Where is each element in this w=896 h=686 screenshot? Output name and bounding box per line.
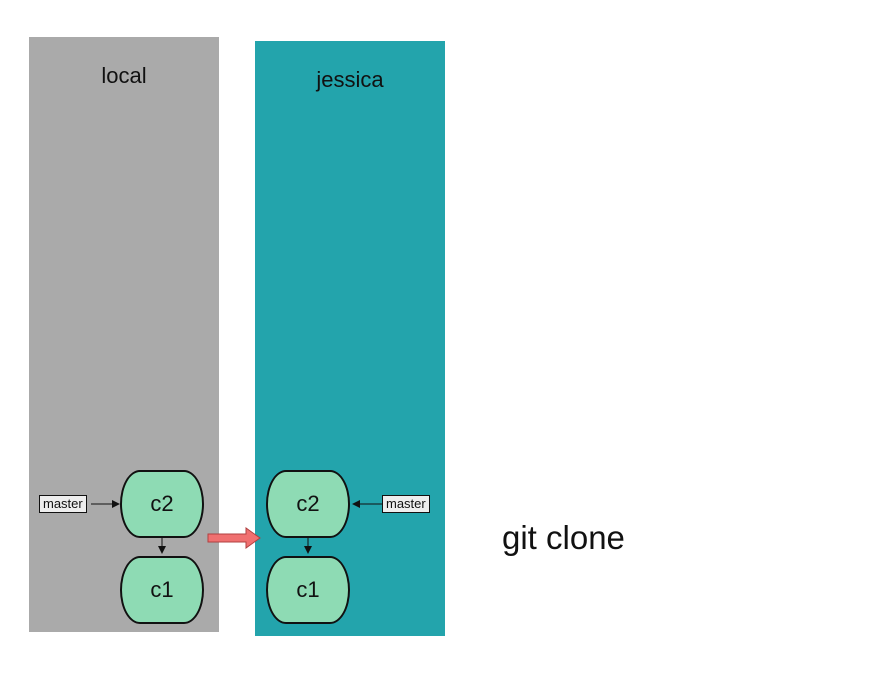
jessica-branch-label: master bbox=[382, 495, 430, 513]
jessica-commit-c2: c2 bbox=[266, 470, 350, 538]
local-repo-panel: local bbox=[29, 37, 219, 632]
local-commit-c2: c2 bbox=[120, 470, 204, 538]
local-commit-c1: c1 bbox=[120, 556, 204, 624]
jessica-commit-c1: c1 bbox=[266, 556, 350, 624]
jessica-repo-title: jessica bbox=[316, 67, 384, 92]
command-caption: git clone bbox=[502, 519, 625, 556]
local-repo-title: local bbox=[101, 63, 147, 88]
local-branch-label: master bbox=[39, 495, 87, 513]
clone-transfer-arrow bbox=[207, 527, 261, 549]
